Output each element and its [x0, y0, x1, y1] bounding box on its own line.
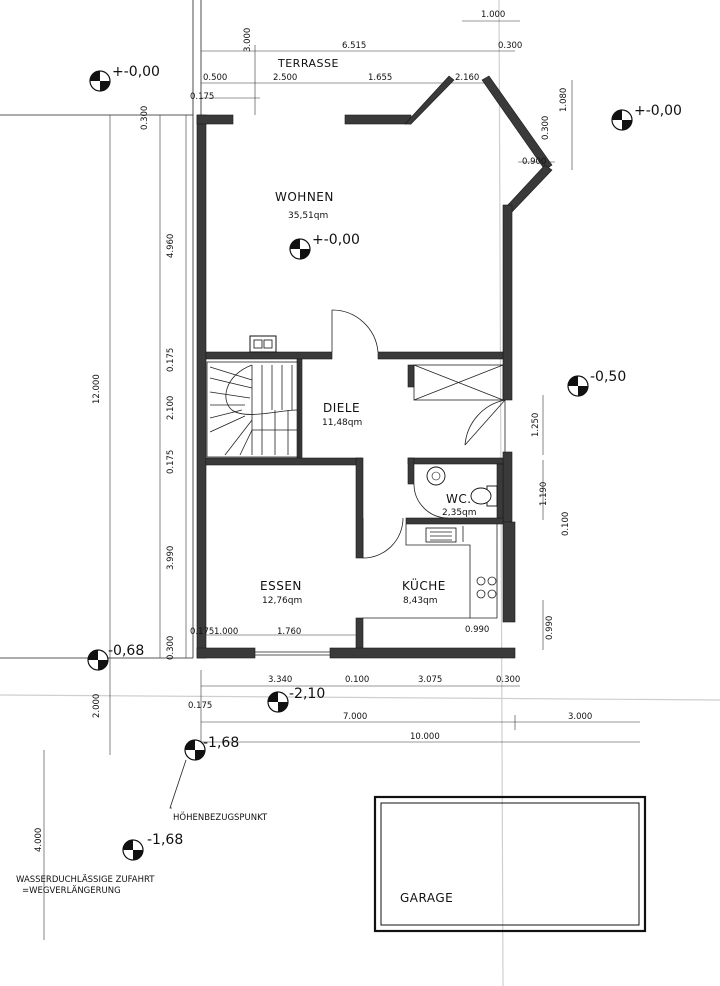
room-area-wc: 2,35qm [442, 508, 477, 518]
room-name-essen: ESSEN [260, 579, 302, 593]
elevation-southwest: -0,68 [108, 643, 144, 659]
dim-left-2000: 2.000 [92, 694, 102, 718]
room-name-garage: GARAGE [400, 891, 453, 905]
staircase [206, 361, 300, 458]
zufahrt-label-line1: WASSERDUCHLÄSSIGE ZUFAHRT [16, 874, 155, 885]
elevation-wohnen: +-0,00 [312, 232, 360, 248]
elevation-terrace-right: +-0,00 [634, 103, 682, 119]
kitchen-counter [363, 524, 498, 619]
dim-bottom-0175: 0.175 [188, 701, 212, 711]
garage [373, 795, 647, 933]
dim-right-0100: 0.100 [561, 512, 571, 536]
dim-left-2100: 2.100 [166, 396, 176, 420]
elevation-markers [87, 70, 633, 861]
dim-bottom-3340: 3.340 [268, 675, 292, 685]
dim-left-0300-bottom: 0.300 [166, 636, 176, 660]
elevation-marker-lower [122, 839, 144, 861]
elevation-reference: -1,68 [203, 735, 239, 751]
dimension-lines [43, 20, 640, 940]
dim-left-3990: 3.990 [166, 546, 176, 570]
dim-left-0300-top: 0.300 [140, 106, 150, 130]
reference-leader [169, 759, 187, 809]
room-name-wohnen: WOHNEN [275, 190, 334, 204]
dim-bottom-7000: 7.000 [343, 712, 367, 722]
elevation-marker-reference [184, 739, 206, 761]
dim-essen-1000: 1.000 [214, 627, 238, 637]
elevation-south: -2,10 [289, 686, 325, 702]
room-name-kueche: KÜCHE [402, 577, 446, 593]
zufahrt-label-line2: =WEGVERLÄNGERUNG [22, 885, 121, 896]
dim-right-1080: 1.080 [559, 88, 569, 112]
dim-top-1655: 1.655 [368, 73, 392, 83]
terrasse-label: TERRASSE [277, 57, 339, 70]
elevation-east: -0,50 [590, 369, 626, 385]
entrance-area [413, 364, 504, 401]
dim-right-1250: 1.250 [531, 413, 541, 437]
dim-bottom-3075: 3.075 [418, 675, 442, 685]
dim-bottom-3000: 3.000 [568, 712, 592, 722]
dim-left-0175-b: 0.175 [166, 450, 176, 474]
dim-left-12000: 12.000 [92, 374, 102, 404]
doors [255, 309, 506, 656]
room-area-essen: 12,76qm [262, 596, 302, 606]
room-name-wc: WC. [446, 492, 472, 506]
dim-kueche-0990: 0.990 [465, 625, 489, 635]
dim-top-6515: 6.515 [342, 41, 366, 51]
dim-top-2160: 2.160 [455, 73, 479, 83]
dim-left-0175-a: 0.175 [166, 348, 176, 372]
dim-top-3000: 3.000 [243, 28, 253, 52]
elevation-marker-wohnen [289, 238, 311, 260]
elevation-terrace-left: +-0,00 [112, 64, 160, 80]
dim-right-0900: 0.900 [522, 157, 546, 167]
dim-bottom-0300: 0.300 [496, 675, 520, 685]
dim-left-4960: 4.960 [166, 234, 176, 258]
exterior-walls [196, 75, 553, 659]
room-area-diele: 11,48qm [322, 418, 362, 428]
dim-left-0175-top: 0.175 [190, 92, 214, 102]
wc-fixtures [426, 466, 498, 507]
chimney [249, 335, 277, 353]
room-name-diele: DIELE [323, 401, 360, 415]
dim-bottom-0100: 0.100 [345, 675, 369, 685]
elevation-lower: -1,68 [147, 832, 183, 848]
elevation-marker-southwest [87, 649, 109, 671]
dim-right-0990: 0.990 [545, 616, 555, 640]
elevation-marker-south [267, 691, 289, 713]
dim-left-4000: 4.000 [34, 828, 44, 852]
room-area-wohnen: 35,51qm [288, 211, 328, 221]
dim-top-0300: 0.300 [498, 41, 522, 51]
elevation-marker-east [567, 375, 589, 397]
hoehenbezugspunkt-label: HÖHENBEZUGSPUNKT [173, 812, 268, 823]
dim-essen-0175: 0.175 [190, 627, 214, 637]
elevation-marker-terrace-right [611, 109, 633, 131]
elevation-marker-terrace-left [89, 70, 111, 92]
dim-essen-1760: 1.760 [277, 627, 301, 637]
dim-top-1000: 1.000 [481, 10, 505, 20]
dim-right-1190: 1.190 [539, 482, 549, 506]
dim-bottom-10000: 10.000 [410, 732, 440, 742]
dim-right-0300: 0.300 [541, 116, 551, 140]
dim-top-0500: 0.500 [203, 73, 227, 83]
room-area-kueche: 8,43qm [403, 596, 438, 606]
dim-top-2500: 2.500 [273, 73, 297, 83]
site-boundary [0, 0, 202, 659]
